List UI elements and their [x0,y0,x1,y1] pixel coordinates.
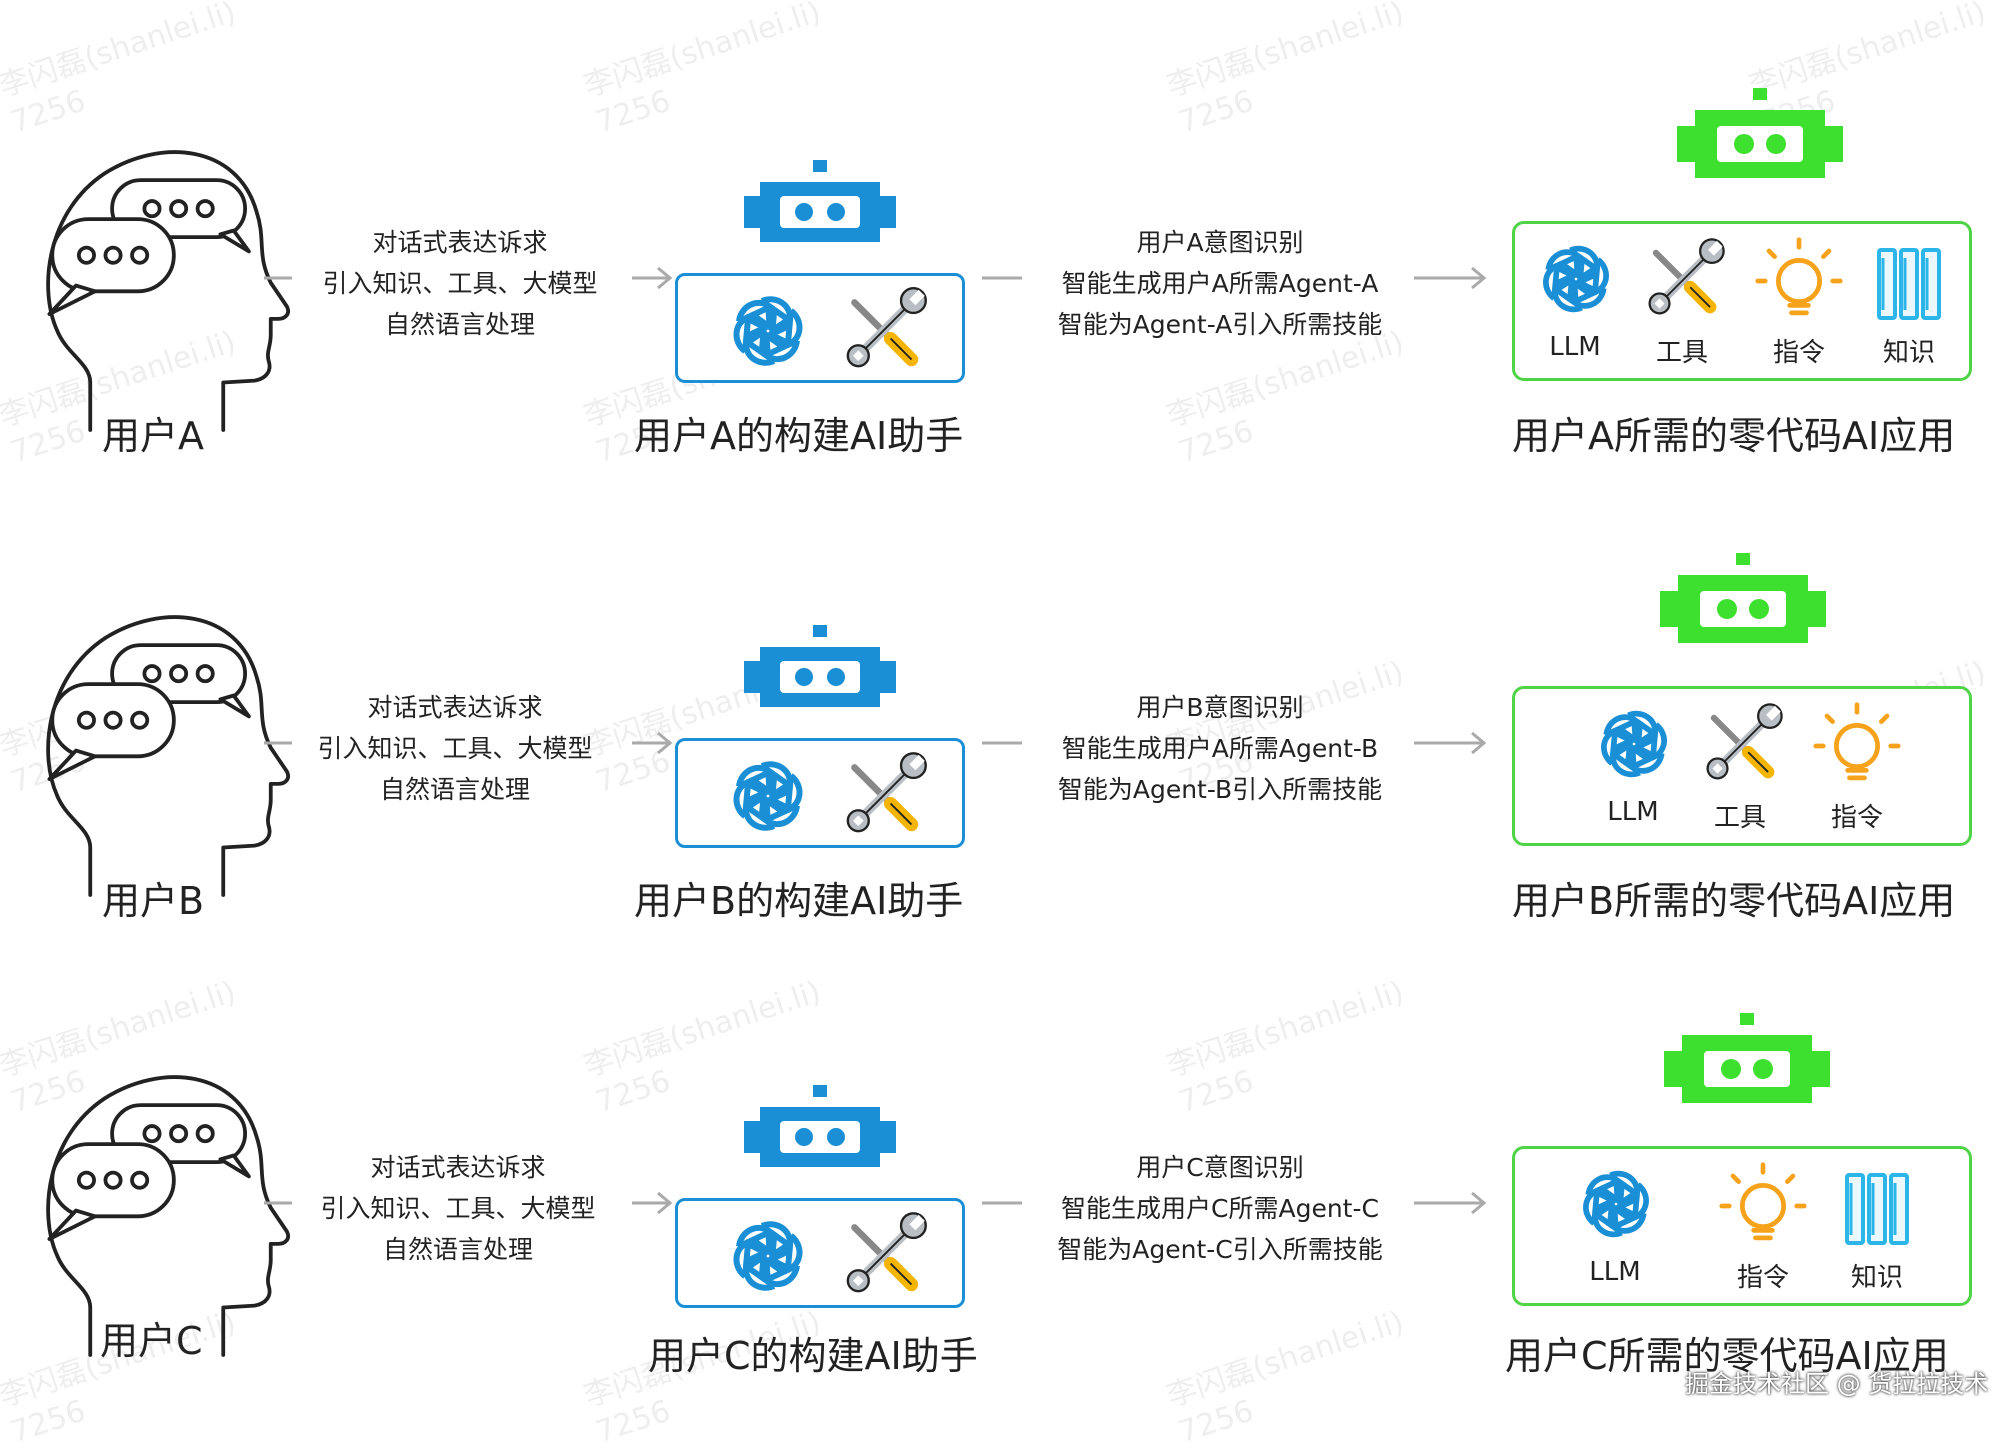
connector-line [982,1201,1022,1205]
process-line: 智能为Agent-B引入所需技能 [1057,775,1383,804]
row-b: 用户B 对话式表达诉求 引入知识、工具、大模型 自然语言处理 用户B的构建AI助… [0,465,2012,925]
app-item-label: LLM [1589,1257,1641,1287]
arrow-right-icon [632,731,673,755]
lightbulb-icon [1751,236,1847,326]
assistant-box [675,1198,965,1308]
process-line: 用户C意图识别 [1136,1153,1304,1182]
app-title: 用户A所需的零代码AI应用 [1512,414,1956,458]
lightbulb-icon [1809,701,1905,791]
assistant-title: 用户A的构建AI助手 [634,414,964,458]
connector-line [264,276,292,280]
process-line: 智能生成用户A所需Agent-B [1061,734,1379,763]
openai-icon [1583,1170,1649,1238]
green-robot-icon [1677,88,1843,178]
app-box: LLM 指令 知识 [1512,1146,1972,1306]
app-item-label: 知识 [1850,1263,1903,1293]
input-description: 对话式表达诉求 引入知识、工具、大模型 自然语言处理 [298,1147,618,1270]
description-line: 对话式表达诉求 [370,1153,546,1182]
process-description: 用户C意图识别 智能生成用户C所需Agent-C 智能为Agent-C引入所需技… [1030,1147,1410,1270]
openai-icon [733,296,803,366]
connector-line [982,741,1022,745]
description-line: 引入知识、工具、大模型 [322,269,598,298]
arrow-right-icon [1414,731,1487,755]
connector-line [264,1201,292,1205]
user-label: 用户C [100,1319,203,1363]
tools-icon [843,291,923,371]
green-robot-icon [1660,553,1826,643]
description-line: 自然语言处理 [382,1235,533,1264]
assistant-title: 用户B的构建AI助手 [634,879,964,923]
process-description: 用户B意图识别 智能生成用户A所需Agent-B 智能为Agent-B引入所需技… [1030,687,1410,810]
tools-icon [1703,707,1779,783]
books-icon [1845,1173,1909,1245]
app-item-label: LLM [1549,332,1601,362]
connector-line [982,276,1022,280]
openai-icon [1543,245,1609,313]
app-box: LLM 工具 指令 知识 [1512,221,1972,381]
app-title: 用户B所需的零代码AI应用 [1512,879,1956,923]
input-description: 对话式表达诉求 引入知识、工具、大模型 自然语言处理 [295,687,615,810]
process-line: 智能为Agent-A引入所需技能 [1057,310,1383,339]
user-label: 用户B [102,879,205,923]
assistant-title: 用户C的构建AI助手 [648,1334,978,1378]
footer-attribution: 掘金技术社区 @ 货拉拉技术 [1685,1370,1989,1398]
row-a: 用户A 对话式表达诉求 引入知识、工具、大模型 自然语言处理 用户A的构建AI [0,0,2012,460]
user-head-icon [46,612,291,897]
process-description: 用户A意图识别 智能生成用户A所需Agent-A 智能为Agent-A引入所需技… [1030,222,1410,345]
blue-robot-icon [744,160,896,242]
process-line: 智能生成用户C所需Agent-C [1061,1194,1379,1223]
openai-icon [733,761,803,831]
openai-icon [1601,710,1667,778]
arrow-right-icon [632,266,673,290]
assistant-box [675,273,965,383]
app-box: LLM 工具 指令 [1512,686,1972,846]
app-item-label: LLM [1607,797,1659,827]
description-line: 对话式表达诉求 [367,693,543,722]
description-line: 引入知识、工具、大模型 [320,1194,596,1223]
description-line: 引入知识、工具、大模型 [317,734,593,763]
process-line: 用户A意图识别 [1136,228,1304,257]
tools-icon [1645,242,1721,318]
lightbulb-icon [1715,1161,1811,1251]
tools-icon [843,756,923,836]
description-line: 对话式表达诉求 [372,228,548,257]
process-line: 智能为Agent-C引入所需技能 [1057,1235,1383,1264]
app-item-label: 工具 [1713,803,1766,833]
arrow-right-icon [1414,1191,1487,1215]
blue-robot-icon [744,1085,896,1167]
tools-icon [843,1216,923,1296]
description-line: 自然语言处理 [379,775,530,804]
description-line: 自然语言处理 [384,310,535,339]
app-item-label: 工具 [1655,338,1708,368]
openai-icon [733,1221,803,1291]
assistant-box [675,738,965,848]
blue-robot-icon [744,625,896,707]
arrow-right-icon [1414,266,1487,290]
process-line: 用户B意图识别 [1136,693,1304,722]
books-icon [1877,248,1941,320]
input-description: 对话式表达诉求 引入知识、工具、大模型 自然语言处理 [300,222,620,345]
row-c: 用户C 对话式表达诉求 引入知识、工具、大模型 自然语言处理 用户C的构建AI助… [0,925,2012,1385]
user-head-icon [46,1072,291,1357]
user-head-icon [46,147,291,432]
app-item-label: 指令 [1772,338,1825,368]
app-item-label: 指令 [1830,803,1883,833]
green-robot-icon [1664,1013,1830,1103]
process-line: 智能生成用户A所需Agent-A [1061,269,1379,298]
app-title: 用户C所需的零代码AI应用 [1505,1334,1949,1378]
arrow-right-icon [632,1191,673,1215]
app-item-label: 指令 [1736,1263,1789,1293]
app-item-label: 知识 [1882,338,1935,368]
connector-line [264,741,292,745]
user-label: 用户A [102,414,204,458]
